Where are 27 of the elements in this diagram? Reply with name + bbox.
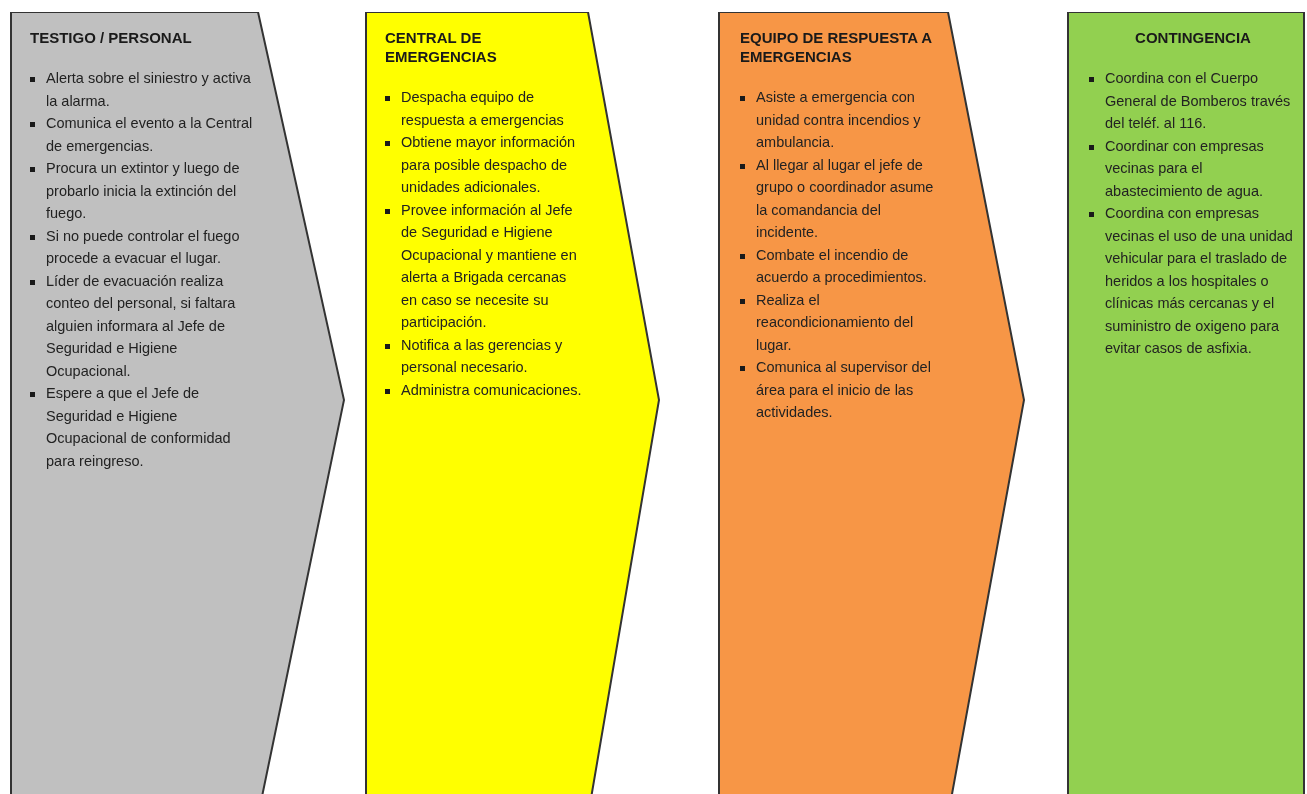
bullet-text: Notifica a las gerencias y personal necesario. <box>401 335 564 377</box>
bullet-text: Provee información al Jefe de Seguridad e Higiene Ocupacional y mantiene en alerta a Brigada cercanas en caso se necesite su participación. <box>401 200 578 332</box>
bullet-text: Procura un extintor y luego de probarlo inicia la extinción del fuego. <box>46 159 241 223</box>
chevron-shape <box>10 12 345 794</box>
column-heading: TESTIGO / PERSONAL <box>30 28 193 47</box>
bullet-text: Coordina con empresas vecinas el uso de una unidad vehicular para el traslado de heridos a los hospitales o clínicas más cercanas y el suministro de oxigeno para evitar casos de asfixia. <box>1105 204 1294 358</box>
column-heading: CENTRAL DE EMERGENCIAS <box>385 28 498 66</box>
bullet-text: Combate el incendio de acuerdo a procedimientos. <box>756 245 928 287</box>
bullet-text: Espere a que el Jefe de Seguridad e Higiene Ocupacional de conformidad para reingreso. <box>46 384 232 471</box>
process-box <box>1067 12 1305 794</box>
bullet-text: Obtiene mayor información para posible despacho de unidades adicionales. <box>401 133 577 197</box>
bullet-text: Coordina con el Cuerpo General de Bomberos través del teléf. al 116. <box>1105 69 1292 133</box>
chevron-shape <box>365 12 660 794</box>
bullet-text: Despacha equipo de respuesta a emergencias <box>401 88 565 130</box>
bullet-text: Líder de evacuación realiza conteo del personal, si faltara alguien informara al Jefe de Seguridad e Higiene Ocupacional. <box>46 271 237 381</box>
bullet-text: Si no puede controlar el fuego procede a evacuar el lugar. <box>46 226 241 268</box>
bullet-text: Alerta sobre el siniestro y activa la alarma. <box>46 69 252 111</box>
bullet-text: Coordinar con empresas vecinas para el abastecimiento de agua. <box>1105 136 1265 201</box>
bullet-text: Comunica al supervisor del área para el inicio de las actividades. <box>756 358 932 422</box>
column-heading: EQUIPO DE RESPUESTA A EMERGENCIAS <box>740 28 933 66</box>
bullet-text: Administra comunicaciones. <box>401 380 582 400</box>
bullet-text: Al llegar al lugar el jefe de grupo o coordinador asume la comandancia del incidente. <box>756 155 935 242</box>
bullet-text: Asiste a emergencia con unidad contra incendios y ambulancia. <box>756 88 922 152</box>
chevron-shape <box>718 12 1025 794</box>
bullet-text: Realiza el reacondicionamiento del lugar. <box>756 290 915 355</box>
bullet-text: Comunica el evento a la Central de emergencias. <box>46 114 254 156</box>
column-heading: CONTINGENCIA <box>1134 28 1252 47</box>
